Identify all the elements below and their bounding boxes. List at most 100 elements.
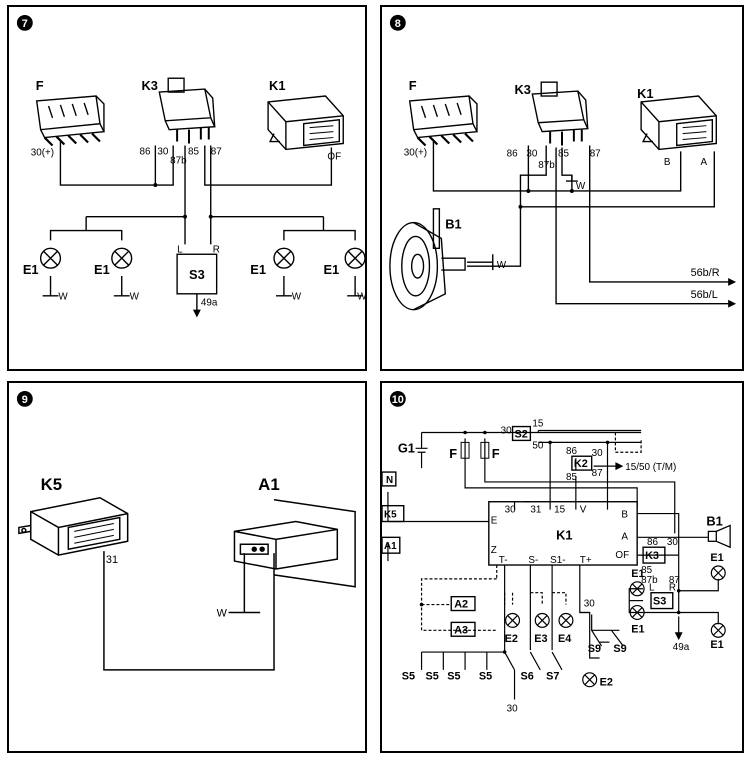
label-F: F	[36, 78, 44, 93]
control-unit-K1	[488, 501, 638, 566]
terminal-31: 31	[106, 554, 118, 566]
block-A1	[382, 536, 401, 554]
label-E1: E1	[631, 623, 644, 635]
switch-S2	[511, 425, 532, 442]
block-N	[382, 471, 397, 487]
label-B1: B1	[445, 217, 461, 232]
label-E1: E1	[323, 262, 339, 277]
lamp-E1-right-bottom	[710, 622, 726, 638]
switch-S3	[650, 592, 674, 610]
diagram-10: 10	[382, 390, 731, 714]
terminal-56b-R: 56b/R	[691, 267, 720, 279]
wiring-8	[432, 141, 735, 305]
terminal-86: 86	[647, 537, 658, 548]
ground-W: W	[130, 292, 140, 303]
label-G1: G1	[398, 440, 415, 455]
label-E2: E2	[505, 633, 518, 645]
label-30-plus: 30(+)	[404, 147, 427, 158]
label-S7: S7	[546, 671, 559, 683]
label-30-plus: 30(+)	[31, 147, 54, 158]
fuse-box-F	[35, 95, 106, 147]
terminal-86: 86	[140, 146, 151, 157]
pin-31: 31	[530, 505, 541, 516]
panel-7-relay-lamp-wiring: 7 F 30(+) K3 86 30 87b 85 87 K1 OF	[7, 5, 367, 371]
lamp-E2	[505, 612, 521, 628]
lamp-E1-right-top	[710, 565, 726, 581]
pin-30: 30	[505, 505, 516, 516]
lamp-E1-right-outer	[344, 247, 365, 269]
block-A3	[450, 621, 476, 637]
pin-Z: Z	[491, 545, 497, 556]
label-K5: K5	[384, 510, 397, 521]
diagram-9: 9 K5 31 A1 W	[16, 390, 356, 671]
panel-8-horn-wiring: 8 F 30(+) K3 86 30 87b 85 87 K1 B A B	[380, 5, 744, 371]
label-K3: K3	[515, 82, 531, 97]
terminal-87: 87	[669, 575, 680, 586]
ground-W: W	[292, 292, 302, 303]
module-K5	[18, 496, 129, 556]
panel-number-badge: 10	[389, 390, 406, 407]
label-E2: E2	[600, 677, 613, 689]
control-unit-K1	[267, 95, 344, 151]
label-F: F	[492, 446, 500, 461]
pin-T-plus: T+	[580, 555, 592, 566]
ground-W: W	[576, 181, 586, 192]
fuse-box-F	[408, 95, 479, 147]
lamp-E1-left-outer	[39, 247, 62, 269]
terminal-85: 85	[641, 565, 652, 576]
panel-number-badge: 9	[16, 390, 33, 407]
label-S5: S5	[479, 671, 492, 683]
ground-W: W	[58, 292, 68, 303]
svg-text:7: 7	[22, 18, 28, 30]
terminal-87b: 87b	[641, 575, 658, 586]
terminal-49a: 49a	[673, 642, 690, 653]
relay-K3	[642, 546, 666, 564]
label-A2: A2	[454, 599, 468, 611]
fuse-F-2	[480, 441, 490, 459]
terminal-85: 85	[566, 472, 577, 483]
panel-9-module-ground: 9 K5 31 A1 W	[7, 381, 367, 753]
switch-S3	[176, 253, 218, 295]
terminal-86: 86	[507, 148, 518, 159]
ground-W: W	[497, 260, 507, 271]
terminal-87b: 87b	[170, 155, 187, 166]
relay-K2	[571, 455, 593, 471]
label-F: F	[449, 446, 457, 461]
pin-A: A	[621, 531, 628, 542]
terminal-R: R	[213, 244, 220, 255]
label-F: F	[409, 78, 417, 93]
panel-number-badge: 8	[389, 14, 406, 31]
horn-B1	[389, 208, 466, 311]
relay-K3	[158, 77, 216, 144]
terminal-30: 30	[667, 537, 678, 548]
label-E1: E1	[631, 568, 644, 580]
panel-number-badge: 7	[16, 14, 33, 31]
pin-15: 15	[554, 505, 565, 516]
label-E1: E1	[710, 639, 723, 651]
terminal-L: L	[177, 244, 183, 255]
relay-K3	[531, 81, 589, 146]
label-E1: E1	[250, 262, 266, 277]
pin-OF: OF	[615, 550, 629, 561]
pin-V: V	[580, 505, 587, 516]
terminal-87: 87	[211, 146, 222, 157]
label-A1: A1	[384, 541, 397, 552]
terminal-56b-L: 56b/L	[691, 289, 718, 301]
pin-S1-minus: S1-	[550, 555, 565, 566]
label-S6: S6	[520, 671, 533, 683]
terminal-L: L	[649, 583, 655, 594]
terminal-30: 30	[157, 146, 168, 157]
ground-W: W	[357, 292, 365, 303]
label-E1: E1	[94, 262, 110, 277]
terminal-50: 50	[532, 440, 543, 451]
label-A1: A1	[258, 475, 279, 494]
label-K1: K1	[556, 527, 572, 542]
terminal-A: A	[700, 157, 707, 168]
label-K1: K1	[269, 78, 285, 93]
terminal-30: 30	[584, 599, 595, 610]
label-K1: K1	[637, 86, 653, 101]
label-S9: S9	[613, 643, 626, 655]
label-E1: E1	[710, 552, 723, 564]
label-K5: K5	[41, 475, 62, 494]
pin-E: E	[491, 515, 498, 526]
